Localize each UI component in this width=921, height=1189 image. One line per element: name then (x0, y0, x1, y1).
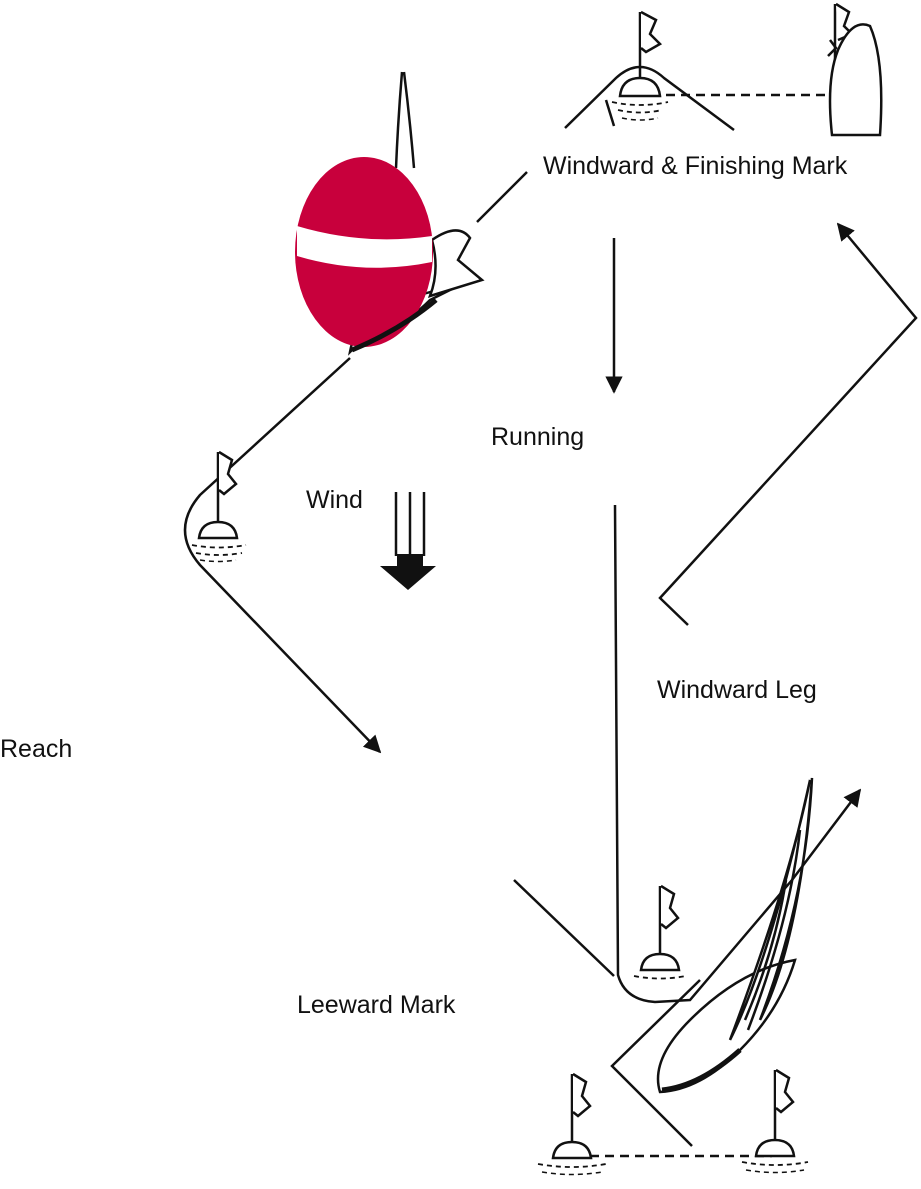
windward-leg-label: Windward Leg (657, 676, 817, 704)
windward-mark-buoy-icon (611, 10, 669, 121)
start-line-buoy-left-icon (537, 1072, 607, 1176)
start-line-buoy-right-icon (741, 1068, 809, 1174)
windward-leg-path (658, 222, 918, 626)
reach-rounding-path (183, 357, 382, 754)
leeward-rounding-path (613, 504, 862, 1004)
leeward-approach-line (513, 879, 615, 977)
committee-boat-icon (827, 2, 883, 137)
start-path (610, 979, 701, 1147)
leeward-mark-buoy-icon (633, 884, 687, 980)
windward-finishing-mark-label: Windward & Finishing Mark (543, 152, 848, 180)
spinnaker-boat-icon (295, 71, 485, 356)
wind-arrow-icon (380, 492, 436, 590)
wind-label: Wind (306, 486, 363, 514)
course-line-top (476, 171, 528, 223)
reach-label: Reach (0, 735, 73, 763)
windward-rounding-path (564, 65, 735, 132)
upwind-boat-icon (656, 777, 814, 1094)
rounding-tail (604, 99, 616, 127)
running-label: Running (491, 423, 585, 451)
reach-mark-buoy-icon (191, 450, 247, 563)
leeward-mark-label: Leeward Mark (297, 991, 456, 1019)
